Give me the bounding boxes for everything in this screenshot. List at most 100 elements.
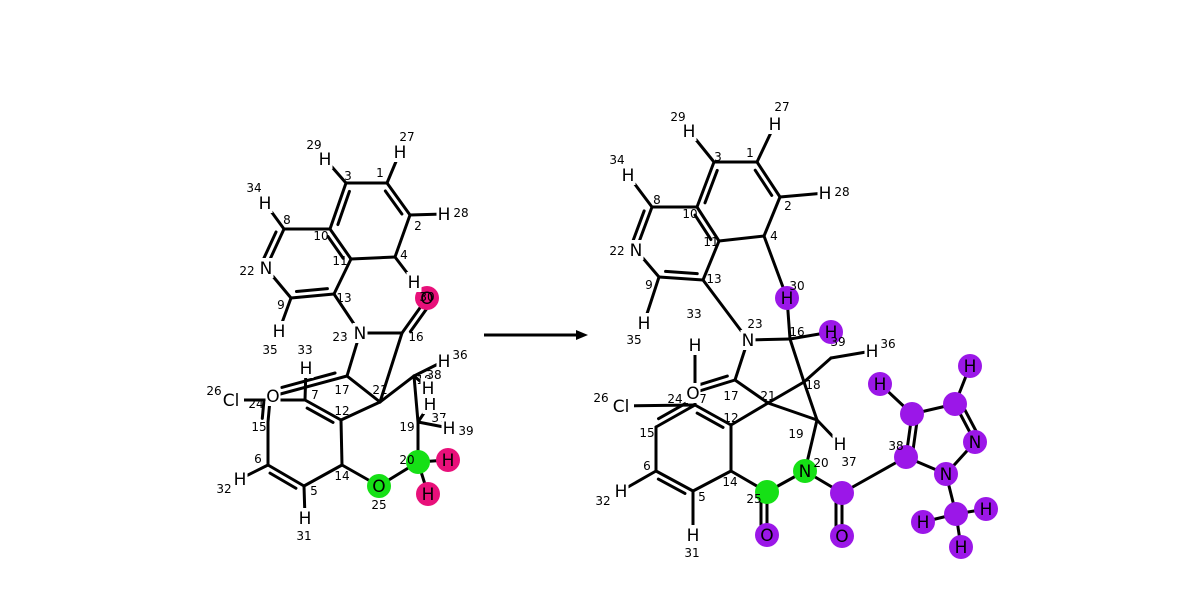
bond-10-3: [328, 181, 348, 231]
atom-index-label: 31: [296, 529, 311, 543]
bond-18-H36b: [802, 356, 833, 384]
atom-symbol: H: [689, 336, 702, 356]
atom-index-label: 9: [645, 278, 653, 292]
atom-highlight-Hm2: [974, 497, 998, 521]
bond-13-11: [701, 239, 721, 282]
atom-symbol: N: [354, 324, 367, 344]
atom-highlight-25: [755, 480, 779, 504]
atom-symbol: N: [940, 465, 953, 485]
atom-symbol: N: [630, 241, 643, 261]
atom-label-bg: [436, 351, 452, 371]
atom-index-label: 25: [371, 498, 386, 512]
atom-label-bg: [685, 383, 701, 403]
atom-index-label: 31: [684, 546, 699, 560]
atom-index-label: 8: [283, 213, 291, 227]
atom-index-label: 20: [813, 456, 828, 470]
bond-11-10-second: [693, 213, 713, 241]
bond-Cb-Nc-second: [961, 405, 980, 436]
atom-label-bg: [681, 121, 697, 141]
bond-12-21: [729, 401, 770, 427]
atom-index-label: 15: [639, 426, 654, 440]
bond-4-11: [717, 234, 766, 243]
atom-symbol: H: [438, 205, 451, 225]
atom-symbol: N: [742, 331, 755, 351]
atom-symbol: H: [917, 513, 930, 533]
bond-6-5-second: [656, 477, 687, 495]
atom-index-label: 16: [789, 325, 804, 339]
atom-highlight-Hm1: [911, 510, 935, 534]
bond-10-3-second: [336, 189, 351, 227]
atom-index-label: 24: [248, 397, 263, 411]
product-highlights: [755, 286, 998, 559]
atom-highlight-Hb: [958, 354, 982, 378]
bond-12-7: [303, 398, 343, 422]
bond-12-21: [339, 400, 382, 422]
atom-symbol: H: [980, 500, 993, 520]
bond-18-19: [412, 374, 420, 424]
bond-11-10: [695, 205, 721, 243]
atom-index-label: 28: [453, 206, 468, 220]
atom-label-bg: [422, 394, 438, 414]
bond-17-O17-second: [695, 374, 729, 387]
bond-12-7-second: [305, 406, 335, 424]
atom-index-label: 17: [723, 389, 738, 403]
atom-index-label: 9: [277, 298, 285, 312]
reactant-highlights: [367, 286, 460, 506]
atom-index-label: 23: [747, 317, 762, 331]
atom-label-bg: [817, 183, 833, 203]
bond-16-O16-second: [408, 304, 430, 334]
atom-index-label: 1: [746, 146, 754, 160]
atom-symbol: N: [969, 433, 982, 453]
atom-label-bg: [392, 142, 408, 162]
atom-index-label: 32: [595, 494, 610, 508]
atom-index-label: 14: [334, 469, 349, 483]
bond-5-14: [691, 469, 733, 493]
atom-label-bg: [864, 341, 880, 361]
bond-21-19: [766, 401, 819, 422]
atom-label-bg: [441, 418, 457, 438]
bond-2-4: [393, 213, 412, 259]
bond-16-18: [788, 337, 806, 384]
atom-index-label: 3: [714, 150, 722, 164]
bond-12-7: [693, 403, 733, 427]
atom-symbol: O: [420, 289, 433, 309]
bond-14-12: [339, 418, 344, 467]
atom-label-bg: [620, 165, 636, 185]
atom-label-bg: [271, 321, 287, 341]
atom-symbol: O: [835, 527, 848, 547]
atom-index-label: 39: [458, 424, 473, 438]
bond-38-Ca-second: [911, 419, 919, 454]
reactant-molecule: 123456789101112131415161718192021N22N232…: [206, 130, 473, 543]
bond-Cx-38: [840, 455, 908, 495]
bond-9-13-second: [664, 269, 699, 276]
atom-index-label: 24: [667, 392, 682, 406]
atom-index-label: 27: [399, 130, 414, 144]
atom-index-label: 5: [310, 484, 318, 498]
atom-highlight-39: [819, 320, 843, 344]
atom-symbol: H: [955, 538, 968, 558]
bond-17-21: [345, 374, 382, 404]
bond-9-13: [657, 275, 705, 282]
atom-index-label: 33: [297, 343, 312, 357]
bond-10-3: [695, 160, 716, 209]
bond-4-11: [349, 255, 397, 261]
atom-index-label: 2: [414, 219, 422, 233]
bond-6-5: [654, 469, 695, 493]
atom-index-label: 34: [609, 153, 624, 167]
atom-index-label: 34: [246, 181, 261, 195]
atom-label-bg: [767, 114, 783, 134]
atom-symbol: H: [964, 357, 977, 377]
atom-symbol: H: [687, 526, 700, 546]
atom-highlight-H20b: [416, 482, 440, 506]
bond-11-10-second: [326, 235, 345, 260]
atom-symbol: H: [819, 184, 832, 204]
atom-highlight-38: [894, 445, 918, 469]
atom-symbol: N: [260, 259, 273, 279]
atom-index-label: 29: [670, 110, 685, 124]
atom-highlight-Cb: [943, 392, 967, 416]
bond-8-22-second: [631, 209, 646, 244]
atom-index-label: 29: [306, 138, 321, 152]
atom-index-label: 4: [400, 248, 408, 262]
